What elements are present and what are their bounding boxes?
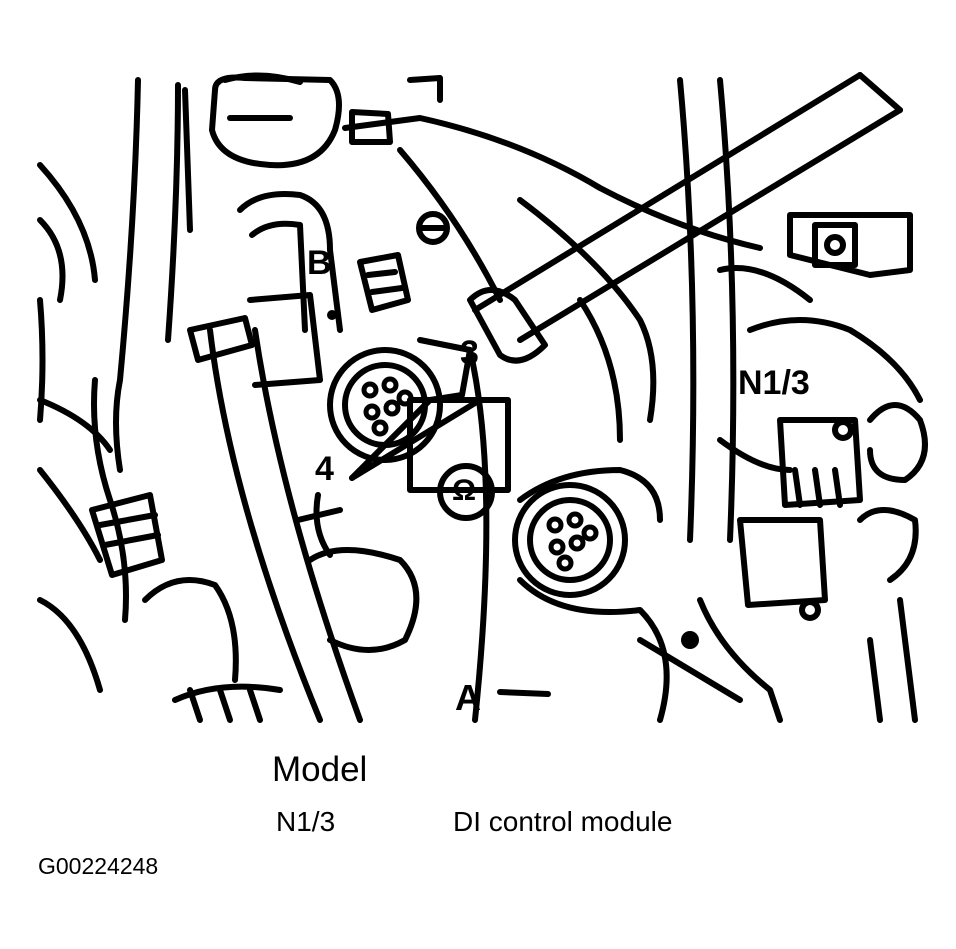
hose-clamp	[187, 315, 255, 363]
callout-ohm: Ω	[452, 474, 477, 507]
callout-a: A	[455, 677, 481, 718]
callout-n1-3: N1/3	[738, 364, 810, 402]
reservoir-cap	[209, 74, 342, 169]
actuator-rod	[472, 72, 863, 313]
di-module-bracket	[787, 212, 913, 278]
center-hose	[207, 327, 323, 723]
connector-b	[357, 252, 411, 313]
sensor-cable	[342, 115, 763, 251]
ohmmeter-circle	[437, 463, 495, 521]
legend-code: N1/3	[276, 806, 336, 837]
left-hose	[113, 77, 141, 473]
callout-b: B	[307, 244, 332, 282]
engine-compartment-diagram: B 3 4 Ω N1/3 A	[37, 72, 928, 723]
callout-pin-4: 4	[315, 450, 334, 488]
legend-description: DI control module	[453, 806, 673, 837]
line-art	[37, 72, 928, 723]
round-connector-lower	[512, 482, 628, 598]
caption-title: Model	[272, 750, 368, 789]
hose-fitting	[89, 492, 165, 578]
figure-id: G00224248	[38, 853, 159, 879]
legend-row: N1/3 DI control module	[276, 806, 836, 840]
callout-pin-3: 3	[460, 334, 479, 372]
di-control-module	[777, 417, 863, 508]
